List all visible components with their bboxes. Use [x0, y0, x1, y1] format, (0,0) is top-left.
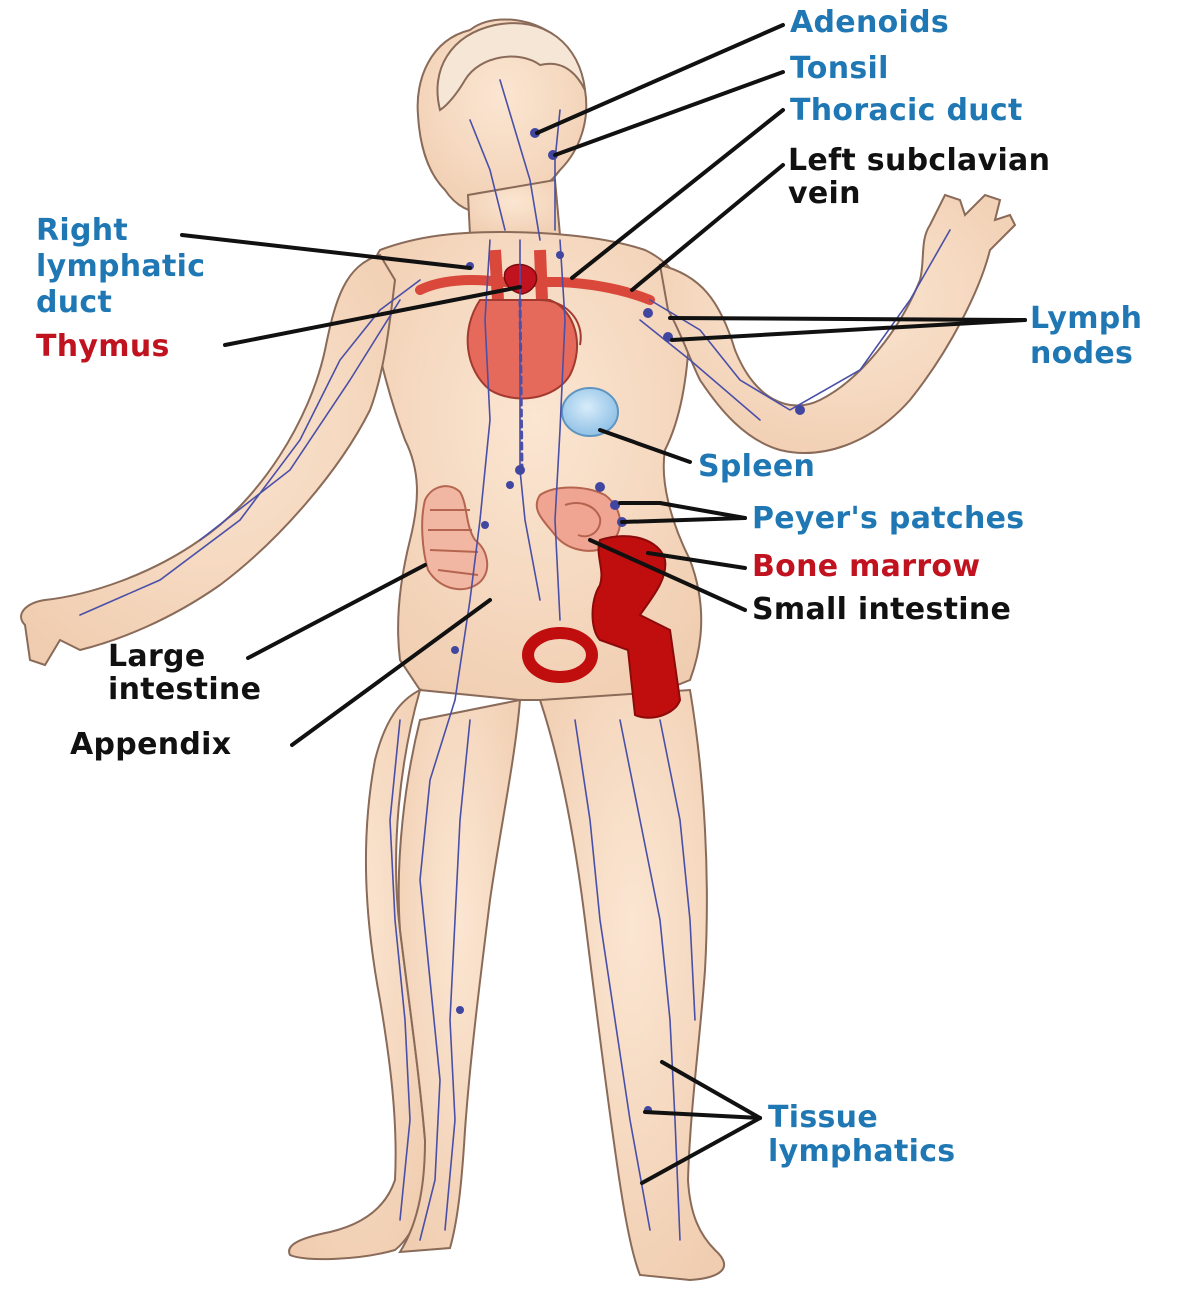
label-appendix: Appendix [70, 728, 231, 762]
label-lymph-nodes-line1: Lymph [1030, 302, 1142, 336]
label-lymph-nodes-line2: nodes [1030, 337, 1133, 371]
tonsil-leader [555, 72, 783, 155]
label-large-intestine-line2: intestine [108, 673, 261, 707]
label-tissue-lymphatics-line1: Tissue [768, 1101, 878, 1135]
label-tonsil: Tonsil [790, 52, 889, 86]
label-tissue-lymphatics-line2: lymphatics [768, 1135, 955, 1169]
label-peyers-patches: Peyer's patches [752, 502, 1024, 536]
label-right-lymphatic-duct-line3: duct [36, 286, 112, 320]
label-right-lymphatic-duct-line2: lymphatic [36, 250, 205, 284]
left-subclavian-leader [632, 165, 783, 290]
label-bone-marrow: Bone marrow [752, 550, 980, 584]
label-left-subclavian-vein-line2: vein [788, 177, 861, 211]
spleen-organ [562, 388, 618, 436]
label-thoracic-duct: Thoracic duct [790, 94, 1023, 128]
label-thymus: Thymus [36, 330, 170, 364]
label-small-intestine: Small intestine [752, 593, 1011, 627]
lymph-nodes-leader-a [670, 318, 1025, 320]
label-large-intestine-line1: Large [108, 640, 205, 674]
label-left-subclavian-vein-line1: Left subclavian [788, 144, 1050, 178]
label-adenoids: Adenoids [790, 6, 949, 40]
label-spleen: Spleen [698, 450, 815, 484]
label-right-lymphatic-duct-line1: Right [36, 214, 128, 248]
